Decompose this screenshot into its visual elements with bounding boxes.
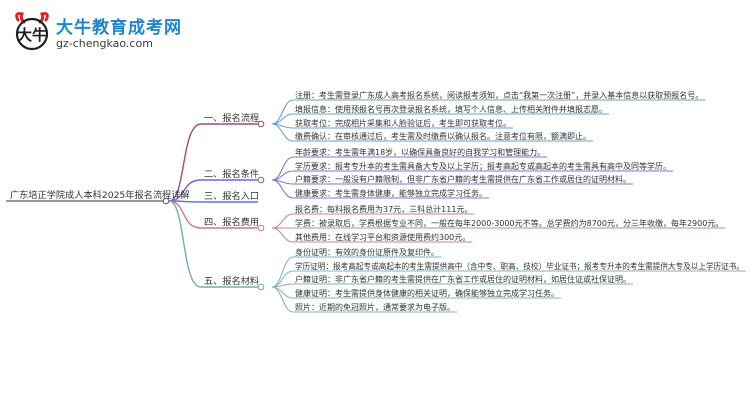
- branch-5-leaf-4: 健康证明：考生需提供身体健康的相关证明，确保能够独立完成学习任务。: [295, 288, 559, 298]
- branch-1-leaf-2: 填报信息：使用预报名号再次登录报名系统，填写个人信息、上传相关附件并填报志愿。: [295, 104, 607, 114]
- branch-2-leaf-4: 健康要求：考生需身体健康，能够独立完成学习任务。: [295, 188, 487, 198]
- svg-text:大牛: 大牛: [17, 26, 47, 44]
- branch-4-leaf-1: 报名费：每科报名费用为37元，三科总计111元。: [295, 204, 472, 214]
- branch-1-leaf-4: 缴费确认：在审核通过后，考生需及时缴费以确认报名。注意考位有限，额满即止。: [295, 131, 591, 141]
- branch-5-leaf-3: 户籍证明：非广东省户籍的考生需提供在广东省工作或居住的证明材料，如居住证或社保证…: [295, 274, 631, 284]
- site-logo[interactable]: 大牛 大牛教育成考网 gz-chengkao.com: [12, 10, 181, 54]
- root-collapse-handle[interactable]: [162, 197, 170, 205]
- branch-5-leaf-1: 身份证明：有效的身份证原件及复印件。: [295, 247, 439, 257]
- branch-1-leaf-1: 注册：考生需登录广东成人高考报名系统，阅读报考须知，点击“我第一次注册”，并录入…: [295, 90, 703, 100]
- branch-1-leaf-3: 获取考位：完成相片采集和人脸验证后，考生即可获取考位。: [295, 118, 511, 128]
- branch-2-label: 二、报名条件: [204, 168, 259, 180]
- branch-3-label: 三、报名入口: [204, 190, 259, 202]
- brand-name: 大牛教育成考网: [56, 18, 182, 38]
- root-topic: 广东培正学院成人本科2025年报名流程详解: [10, 189, 190, 201]
- branch-1-label: 一、报名流程: [204, 112, 259, 124]
- branch-4-leaf-3: 其他费用：在线学习平台和资源使用费约300元。: [295, 232, 470, 242]
- branch-4-label: 四、报名费用: [204, 216, 259, 228]
- branch-5-leaf-5: 照片：近期的免冠照片，通常要求为电子版。: [295, 302, 455, 312]
- branch-1-collapse-handle[interactable]: [257, 120, 265, 128]
- branch-5-leaf-2: 学历证明：报考高起专或高起本的考生需提供高中（含中专、职高、技校）毕业证书；报考…: [295, 261, 744, 271]
- branch-2-collapse-handle[interactable]: [257, 176, 265, 184]
- brand-url: gz-chengkao.com: [56, 37, 153, 50]
- branch-2-leaf-1: 年龄要求：考生需年满18岁，以确保具备良好的自我学习和管理能力。: [295, 147, 545, 157]
- bull-logo-icon: 大牛: [15, 12, 49, 51]
- branch-2-leaf-2: 学历要求：报考专升本的考生需具备大专及以上学历；报考高起专或高起本的考生需具有高…: [295, 161, 671, 171]
- branch-5-label: 五、报名材料: [204, 275, 259, 287]
- branch-5-collapse-handle[interactable]: [257, 283, 265, 291]
- branch-4-leaf-2: 学费：被录取后，学费根据专业不同，一般在每年2000-3000元不等。总学费约为…: [295, 218, 723, 228]
- branch-4-collapse-handle[interactable]: [257, 224, 265, 232]
- branch-2-leaf-3: 户籍要求：一般没有户籍限制，但非广东省户籍的考生需提供在广东省工作或居住的证明材…: [295, 174, 631, 184]
